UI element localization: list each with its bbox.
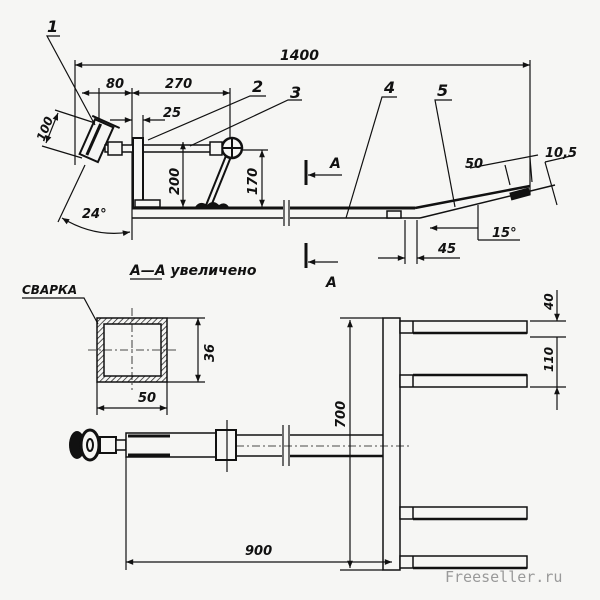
plan-view: 700 40 110 900: [69, 290, 566, 571]
runner: [399, 555, 528, 570]
vertical-post: [132, 137, 144, 209]
shaft-neck: [115, 439, 127, 451]
dim-25: 25: [163, 106, 181, 121]
section-title: A—A увеличено: [129, 263, 257, 279]
leader-line: [22, 297, 99, 325]
leader-line: [189, 99, 302, 147]
dim-36: 36: [203, 344, 218, 362]
handle-coupling: [107, 141, 123, 156]
handle-grip: [78, 114, 121, 164]
section-mark-a-bottom: A: [325, 275, 337, 291]
dim-line-10-5: [544, 161, 558, 206]
dim-900: 900: [245, 544, 272, 559]
runner: [399, 506, 528, 521]
weld-bead: [195, 202, 229, 207]
callout-5: 5: [437, 81, 448, 100]
leader-line: [544, 154, 576, 163]
dim-40: 40: [542, 293, 556, 311]
leader-line: [434, 99, 456, 208]
dim-45: 45: [437, 242, 456, 257]
callout-3: 3: [290, 83, 301, 102]
leader-line: [45, 35, 96, 126]
dim-200: 200: [168, 168, 183, 195]
callout-2: 2: [252, 77, 263, 96]
side-view: 1400 80 270 25 100 24°: [34, 17, 577, 291]
dim-270: 270: [165, 77, 192, 92]
extension-line: [529, 157, 533, 183]
roller: [69, 428, 117, 462]
dim-50-tip: 50: [465, 157, 483, 172]
dim-line-50: [469, 154, 539, 169]
extension-line: [41, 145, 83, 159]
base-plate: [134, 199, 161, 208]
dim-80: 80: [106, 77, 124, 92]
section-mark-a-top: A: [329, 156, 341, 172]
leader-line: [345, 96, 397, 219]
callout-4: 4: [383, 78, 395, 97]
dim-700: 700: [334, 401, 349, 428]
dim-line-100: [45, 112, 59, 144]
dim-1400: 1400: [280, 48, 319, 64]
leader-line: [147, 95, 266, 141]
angle-arc-24: [61, 217, 131, 237]
dim-10-5: 10,5: [545, 146, 577, 161]
angle-24: 24°: [82, 207, 107, 222]
dim-110: 110: [542, 347, 556, 372]
nut: [215, 429, 237, 461]
tip-clamp: [509, 187, 531, 201]
section-a-a: СВАРКА 36 50: [22, 283, 218, 415]
extension-line: [57, 164, 86, 223]
dim-170: 170: [246, 168, 261, 195]
dim-100: 100: [34, 115, 56, 143]
watermark: Freeseller.ru: [445, 568, 562, 586]
runner: [399, 373, 528, 388]
strut-inner: [206, 149, 233, 208]
joint-block: [386, 210, 402, 219]
runner: [399, 320, 528, 335]
wheel-hub: [209, 141, 223, 156]
weld-label: СВАРКА: [22, 283, 77, 297]
angle-15: 15°: [492, 226, 517, 241]
dim-50-section: 50: [138, 391, 156, 406]
extension-line: [504, 164, 511, 186]
inclined-runner-bottom: [419, 184, 556, 219]
inclined-runner: [414, 184, 531, 210]
callout-1: 1: [47, 17, 58, 36]
extension-line: [54, 109, 96, 124]
cross-beam: [382, 317, 401, 571]
